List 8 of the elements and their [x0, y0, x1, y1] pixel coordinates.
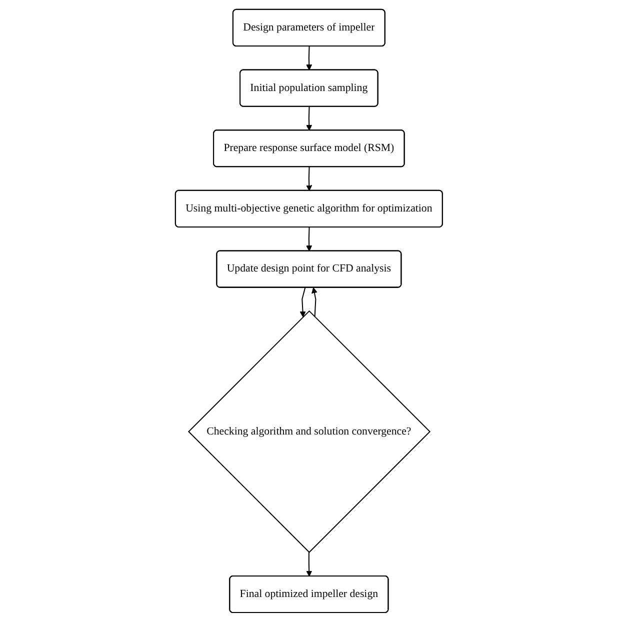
arrow — [306, 227, 312, 252]
node-diamond: Checking algorithm and solution convergence? — [188, 310, 431, 553]
arrow — [306, 106, 312, 131]
arrow — [300, 288, 306, 318]
arrow — [306, 167, 312, 192]
arrow — [312, 287, 318, 317]
arrow — [306, 552, 312, 577]
arrow — [306, 46, 312, 70]
